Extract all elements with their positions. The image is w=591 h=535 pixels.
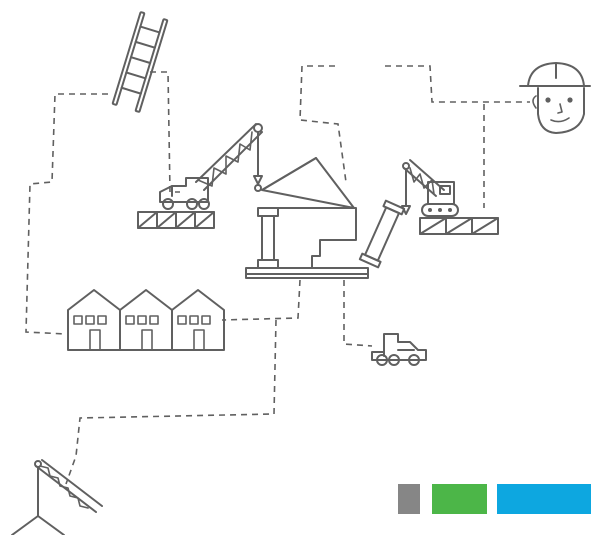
leaning-column-icon <box>358 199 406 269</box>
path-houses-to-boomcrane <box>65 319 277 485</box>
worker-head-icon <box>519 62 591 134</box>
house-3 <box>171 289 225 351</box>
legend-swatch-blue <box>497 484 591 514</box>
path-ladder-to-houses <box>25 93 108 335</box>
legend-swatch-gray <box>398 484 420 514</box>
connector-paths <box>25 65 530 485</box>
boom-crane-icon <box>11 459 103 535</box>
building-under-construction-icon <box>245 157 369 279</box>
crane-truck-icon <box>137 123 263 229</box>
path-building-to-houses <box>221 279 301 321</box>
path-worker-to-building <box>299 65 347 183</box>
legend-swatch-green <box>432 484 487 514</box>
house-1 <box>67 289 121 351</box>
path-ladder-to-crane <box>150 71 180 193</box>
path-worker-to-crawler <box>385 65 530 103</box>
house-2 <box>119 289 173 351</box>
row-houses-icon <box>67 289 225 351</box>
small-truck-icon <box>371 333 427 366</box>
path-building-to-truck <box>343 280 373 347</box>
crawler-crane-icon <box>401 159 499 235</box>
ladder-icon <box>111 11 169 113</box>
